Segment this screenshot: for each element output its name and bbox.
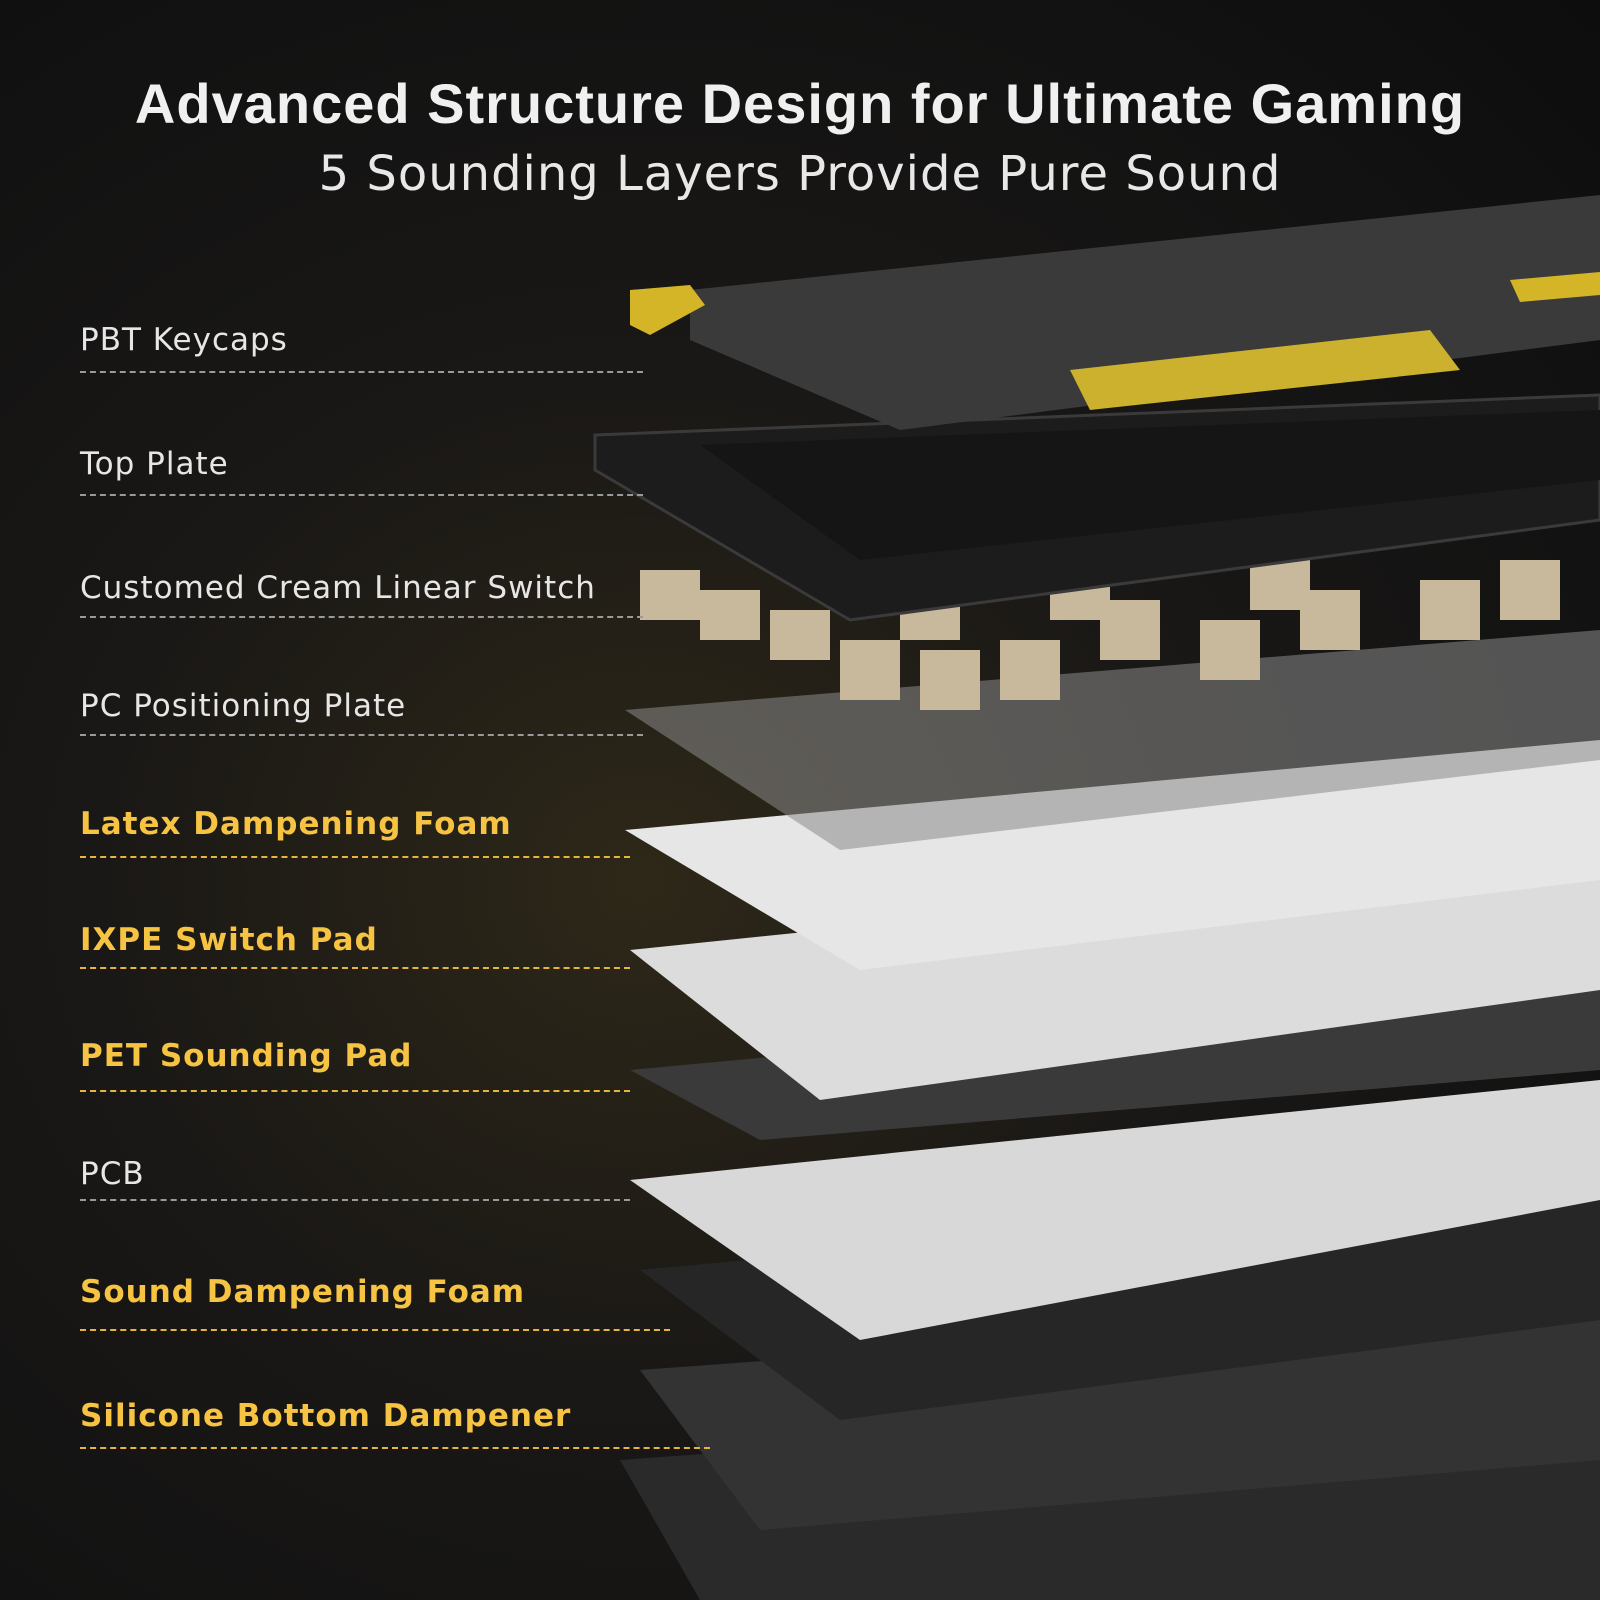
divider (80, 967, 630, 969)
page-title: Advanced Structure Design for Ultimate G… (134, 72, 1466, 135)
divider (80, 1090, 630, 1092)
layer-label-pbt-keycaps: PBT Keycaps (80, 322, 288, 358)
switches-layer (640, 560, 1560, 710)
layer-label-silicone-dampener: Silicone Bottom Dampener (80, 1398, 572, 1434)
yellow-enter-keycap (1510, 272, 1600, 302)
yellow-spacebar-keycap (1070, 330, 1460, 410)
keycaps-layer (690, 195, 1600, 430)
divider (80, 616, 643, 618)
layer-label-latex-foam: Latex Dampening Foam (80, 806, 512, 842)
divider (80, 371, 643, 373)
page-subtitle: 5 Sounding Layers Provide Pure Sound (318, 146, 1282, 202)
divider (80, 494, 643, 496)
layer-label-sound-foam: Sound Dampening Foam (80, 1274, 526, 1310)
pc-positioning-plate-layer (625, 630, 1600, 850)
layer-label-pet-pad: PET Sounding Pad (80, 1038, 413, 1074)
divider (80, 1199, 630, 1201)
layer-label-ixpe-pad: IXPE Switch Pad (80, 922, 378, 958)
top-plate-opening (700, 410, 1600, 560)
layer-label-pc-plate: PC Positioning Plate (80, 688, 407, 724)
ixpe-switch-pad-layer (630, 850, 1600, 1100)
pcb-layer (630, 1080, 1600, 1340)
divider (80, 1329, 670, 1331)
layer-label-switch: Customed Cream Linear Switch (80, 570, 596, 606)
layer-label-pcb: PCB (80, 1156, 145, 1192)
yellow-esc-keycap (630, 285, 705, 335)
divider (80, 856, 630, 858)
layer-label-top-plate: Top Plate (80, 446, 229, 482)
latex-dampening-foam-layer (625, 740, 1600, 970)
divider (80, 1447, 710, 1449)
divider (80, 734, 643, 736)
